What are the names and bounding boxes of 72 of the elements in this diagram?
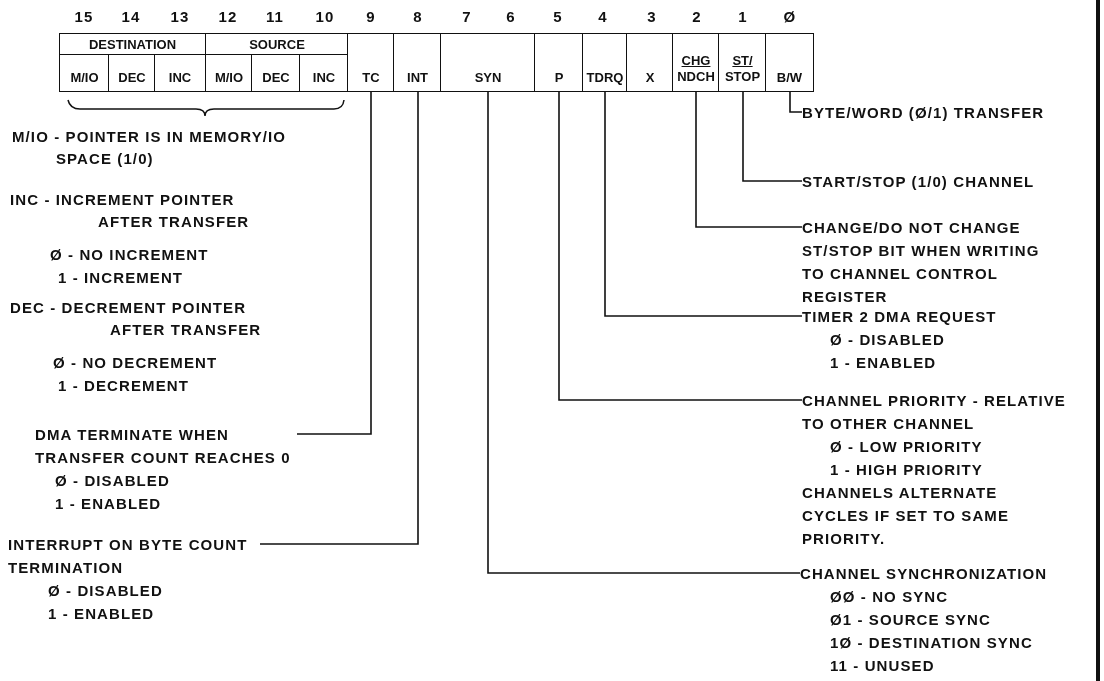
description-text: START/STOP (1/0) CHANNEL [802, 170, 1092, 193]
field-name: NDCH [677, 69, 715, 85]
bit-number: 4 [597, 7, 609, 27]
leader-line [789, 91, 803, 113]
register-field-cell: B/W [765, 33, 814, 92]
register-field-cell: TC [347, 33, 395, 92]
register-field-cell: DEC [251, 54, 301, 92]
bit-number: 1 [737, 7, 749, 27]
register-field-cell: TDRQ [582, 33, 628, 92]
option-text: Ø1 - SOURCE SYNC [829, 610, 992, 630]
description-text: CHANNEL SYNCHRONIZATION [800, 564, 1049, 584]
bit-number: 15 [73, 7, 95, 27]
leader-line [742, 91, 803, 182]
option-text: Ø - DISABLED [54, 471, 171, 491]
description-text: M/IO - POINTER IS IN MEMORY/IO SPACE (1/0) [12, 127, 288, 169]
option-text: 1 - ENABLED [47, 604, 156, 624]
description-text: TIMER 2 DMA REQUEST [802, 307, 998, 327]
leader-line [604, 91, 803, 317]
bit-number: 7 [461, 7, 473, 27]
option-text: CHANNELS ALTERNATE CYCLES IF SET TO SAME PRIORITY. [802, 483, 1010, 549]
leader-line [695, 91, 803, 228]
register-field-cell: INC [154, 54, 206, 92]
register-field-cell: P [534, 33, 584, 92]
option-text: 1 - HIGH PRIORITY [829, 460, 984, 480]
leader-line [259, 91, 419, 545]
bit-number: 8 [412, 7, 424, 27]
field-name: ST/ [732, 53, 753, 69]
description-text: DMA TERMINATE WHEN TRANSFER COUNT REACHES 0 [35, 425, 292, 468]
description-text: CHANGE/DO NOT CHANGE ST/STOP BIT WHEN WRITING TO CHANNEL CONTROL REGISTER [802, 216, 1062, 308]
option-text: 1 - ENABLED [54, 494, 163, 514]
option-text: Ø - DISABLED [47, 581, 164, 601]
bit-number: 14 [120, 7, 142, 27]
bit-number: 6 [505, 7, 517, 27]
description-text: CHANNEL PRIORITY - RELATIVE TO OTHER CHANNEL [802, 391, 1067, 434]
description-text: INTERRUPT ON BYTE COUNT TERMINATION [8, 535, 249, 578]
register-field-cell: SYN [440, 33, 536, 92]
description-text: BYTE/WORD (Ø/1) TRANSFER [802, 101, 1092, 124]
register-field-cell: INT [393, 33, 442, 92]
description-text: 1 - DECREMENT [58, 376, 190, 396]
leader-line [296, 91, 372, 435]
register-field-cell: DEC [108, 54, 156, 92]
register-field-cell: DESTINATION [59, 33, 206, 56]
description-text: Ø - NO DECREMENT [53, 353, 219, 373]
option-text: 11 - UNUSED [829, 656, 936, 676]
bit-number: 5 [552, 7, 564, 27]
description-text: Ø - NO INCREMENT [50, 245, 210, 265]
leader-line [487, 91, 801, 574]
field-name: STOP [724, 69, 761, 85]
bit-number: Ø [782, 7, 798, 27]
field-name: CHG [681, 53, 711, 69]
register-field-cell: M/IO [205, 54, 253, 92]
bit-number: 13 [169, 7, 191, 27]
option-text: ØØ - NO SYNC [829, 587, 950, 607]
description-text: INC - INCREMENT POINTER AFTER TRANSFER [10, 190, 251, 232]
option-text: 1Ø - DESTINATION SYNC [829, 633, 1034, 653]
register-field-cell: M/IO [59, 54, 110, 92]
leader-line [558, 91, 803, 401]
register-field-cell: X [626, 33, 674, 92]
bit-number: 10 [314, 7, 336, 27]
description-text: DEC - DECREMENT POINTER AFTER TRANSFER [10, 298, 263, 340]
register-field-cell [672, 33, 720, 92]
description-text: 1 - INCREMENT [58, 268, 185, 288]
register-field-cell: INC [299, 54, 349, 92]
bit-number: 2 [691, 7, 703, 27]
register-field-cell [718, 33, 767, 92]
bit-number: 11 [264, 7, 286, 27]
option-text: Ø - DISABLED [829, 330, 946, 350]
bit-number: 9 [365, 7, 377, 27]
bit-number: 12 [217, 7, 239, 27]
option-text: Ø - LOW PRIORITY [829, 437, 984, 457]
bit-number: 3 [646, 7, 658, 27]
option-text: 1 - ENABLED [829, 353, 938, 373]
